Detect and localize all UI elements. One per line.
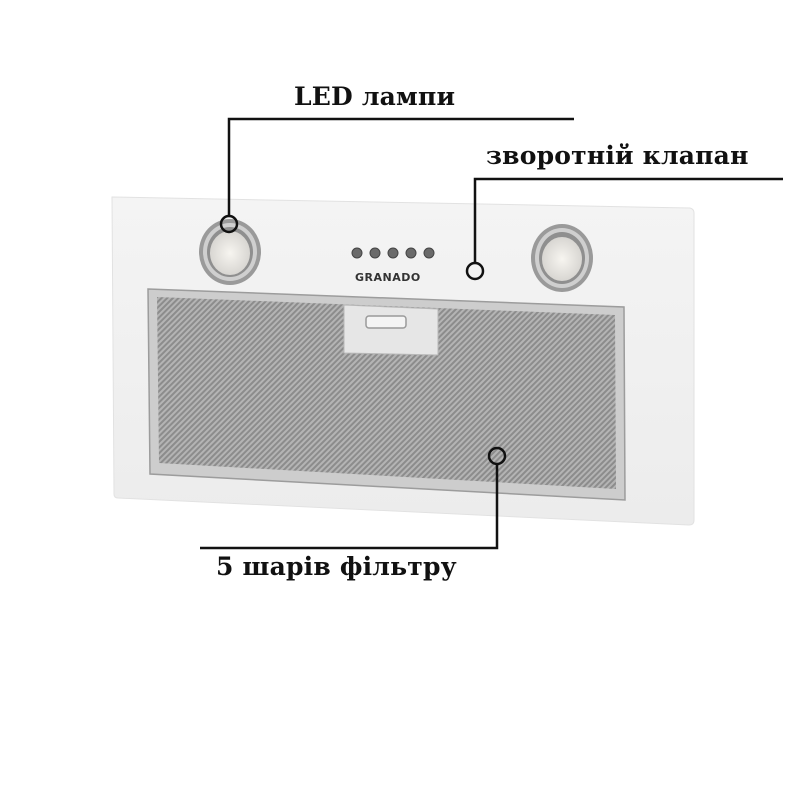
callout-filter-label: 5 шарів фільтру (216, 552, 457, 581)
control-button (369, 247, 381, 259)
filter-mesh (157, 297, 616, 489)
brand-logo: GRANADO (355, 271, 421, 284)
callout-valve-label: зворотній клапан (486, 141, 749, 170)
callout-led-line (219, 117, 574, 234)
callout-filter-line (200, 446, 507, 550)
filter-handle[interactable] (343, 304, 439, 356)
callout-led-label: LED лампи (294, 82, 456, 111)
control-buttons (351, 247, 435, 259)
control-button (423, 247, 435, 259)
led-lamp-right (531, 224, 593, 292)
control-button (387, 247, 399, 259)
led-lamp-left (199, 219, 261, 285)
control-button (351, 247, 363, 259)
control-button (405, 247, 417, 259)
callout-valve-line (465, 177, 783, 281)
